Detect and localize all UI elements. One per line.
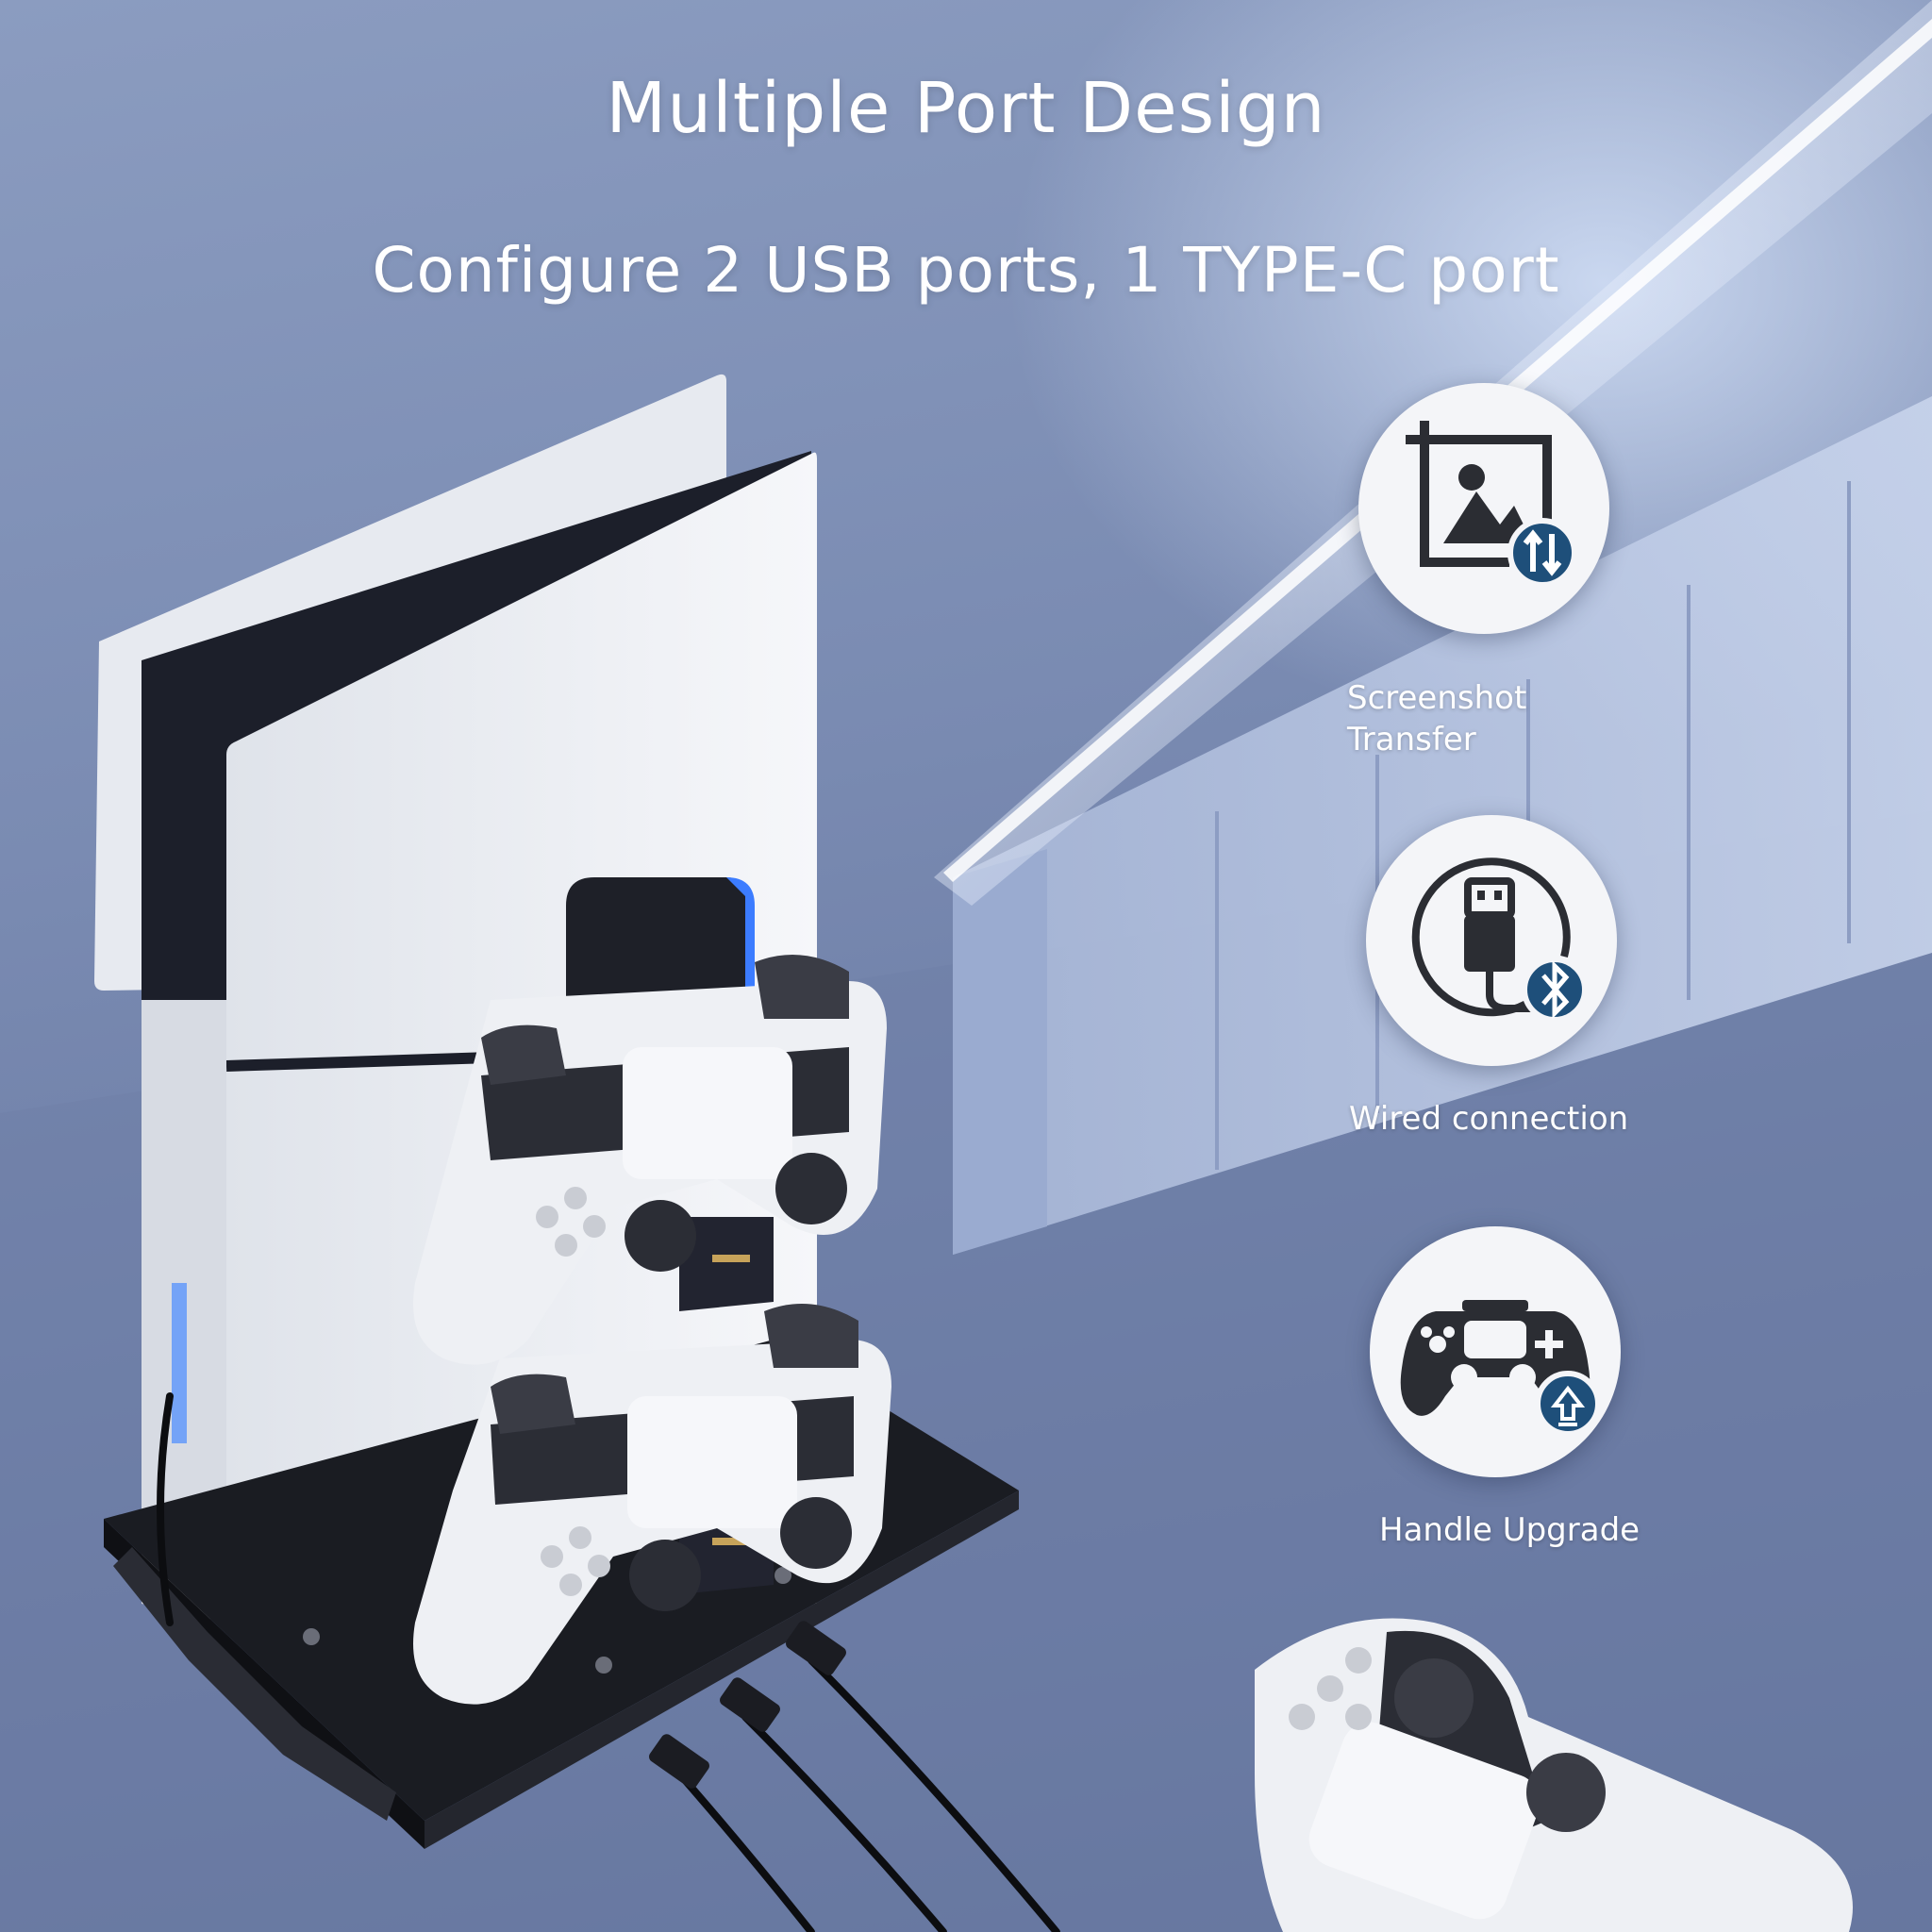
feature-handle-upgrade: Handle Upgrade [1370,1226,1766,1566]
usb-cables [157,1392,1381,1932]
feature-screenshot-transfer: Screenshot Transfer [1347,383,1736,779]
gamepad-upgrade-icon [1400,1300,1601,1437]
controller-upper [413,955,887,1365]
feature-label: Screenshot Transfer [1347,679,1527,758]
usb-plugs [649,1621,846,1789]
controller-loose [1255,1618,1853,1932]
image-transfer-icon [1406,421,1577,588]
controller-lower [413,1304,891,1705]
feature-badge [1358,383,1609,634]
feature-wired-connection: Wired connection [1349,815,1762,1155]
usb-cable-bluetooth-icon [1411,858,1588,1023]
feature-label: Wired connection [1349,1100,1629,1138]
feature-badge [1366,815,1617,1066]
page-title: Multiple Port Design [606,68,1326,149]
feature-badge [1370,1226,1621,1477]
feature-label: Handle Upgrade [1379,1511,1641,1549]
page-subtitle: Configure 2 USB ports, 1 TYPE-C port [372,234,1560,307]
